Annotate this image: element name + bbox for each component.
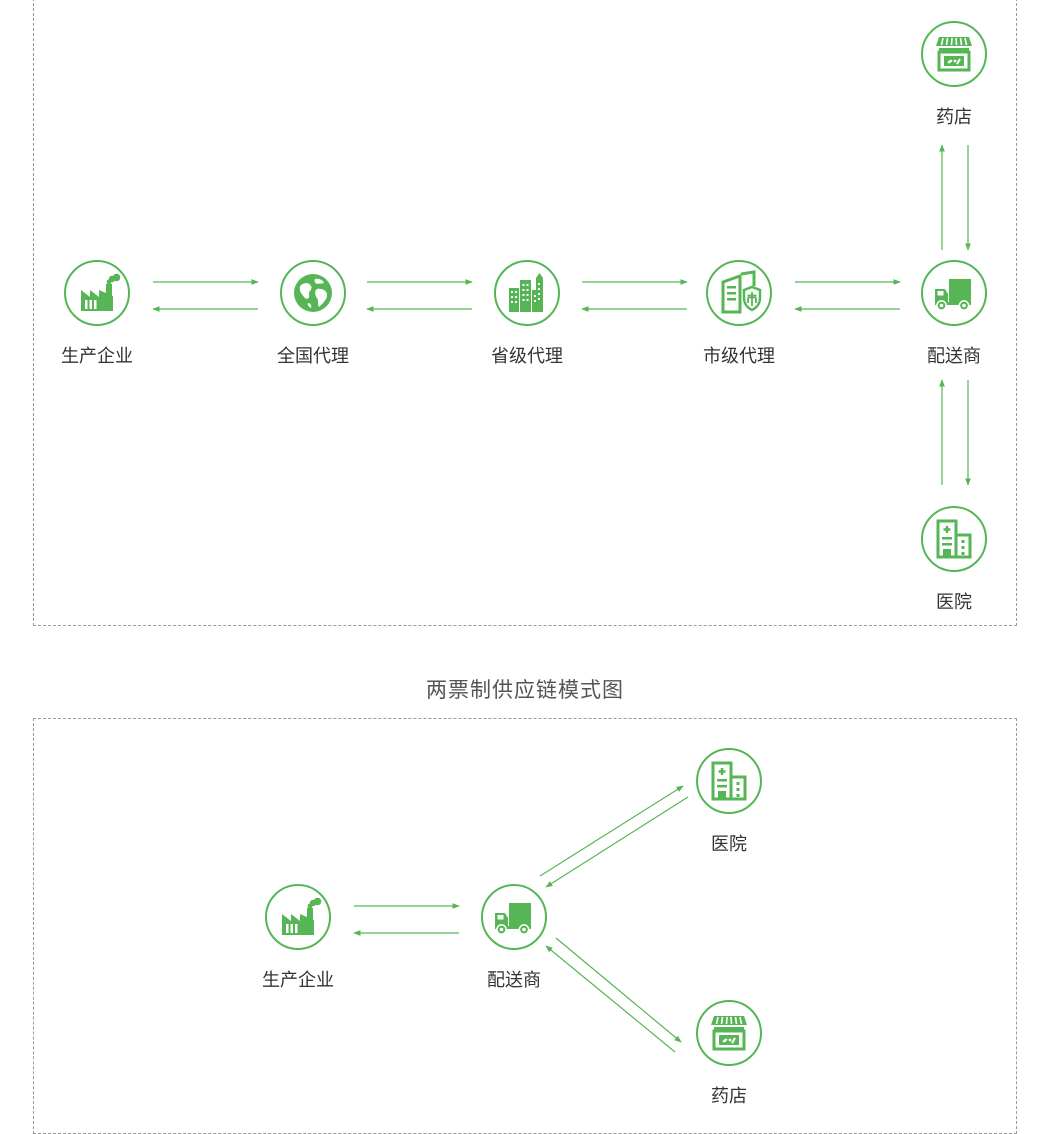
node-circle [706,260,772,326]
flow-arrow-return [545,796,689,888]
city-shield-icon [708,262,770,324]
node-circle [921,21,987,87]
globe-icon [282,262,344,324]
diagram-panel-multi-tier [33,0,1017,626]
node-circle [696,748,762,814]
node-label: 药店 [936,107,972,128]
node-distributor: 配送商 [456,884,576,994]
diagram-title: 两票制供应链模式图 [426,678,624,702]
flow-arrow-return [545,945,676,1053]
node-provincial-agent: 省级代理 [469,260,589,370]
hospital-icon [923,508,985,570]
pharmacy-store-icon [698,1002,760,1064]
node-label: 市级代理 [703,346,775,367]
node-distributor: 配送商 [896,260,1016,370]
delivery-truck-icon [483,886,545,948]
node-circle [64,260,130,326]
node-circle [696,1000,762,1066]
pharmacy-store-icon [923,23,985,85]
node-circle [481,884,547,950]
delivery-truck-icon [923,262,985,324]
node-factory: 生产企业 [39,260,159,370]
factory-icon [66,262,128,324]
node-label: 医院 [711,834,747,855]
node-label: 配送商 [927,346,981,367]
node-label: 医院 [936,592,972,613]
node-label: 生产企业 [262,970,334,991]
flow-arrow-forward [539,785,684,877]
node-label: 药店 [711,1086,747,1107]
node-label: 配送商 [487,970,541,991]
city-buildings-icon [496,262,558,324]
node-label: 全国代理 [277,346,349,367]
node-city-agent: 市级代理 [681,260,801,370]
node-hospital: 医院 [896,506,1016,616]
node-circle [921,506,987,572]
flow-arrow-forward [555,937,682,1043]
node-label: 省级代理 [491,346,563,367]
node-pharmacy: 药店 [671,1000,791,1110]
node-factory: 生产企业 [240,884,360,994]
node-circle [921,260,987,326]
node-label: 生产企业 [61,346,133,367]
node-circle [280,260,346,326]
node-pharmacy: 药店 [896,21,1016,131]
factory-icon [267,886,329,948]
hospital-icon [698,750,760,812]
node-circle [265,884,331,950]
node-circle [494,260,560,326]
node-national-agent: 全国代理 [255,260,375,370]
node-hospital: 医院 [671,748,791,858]
